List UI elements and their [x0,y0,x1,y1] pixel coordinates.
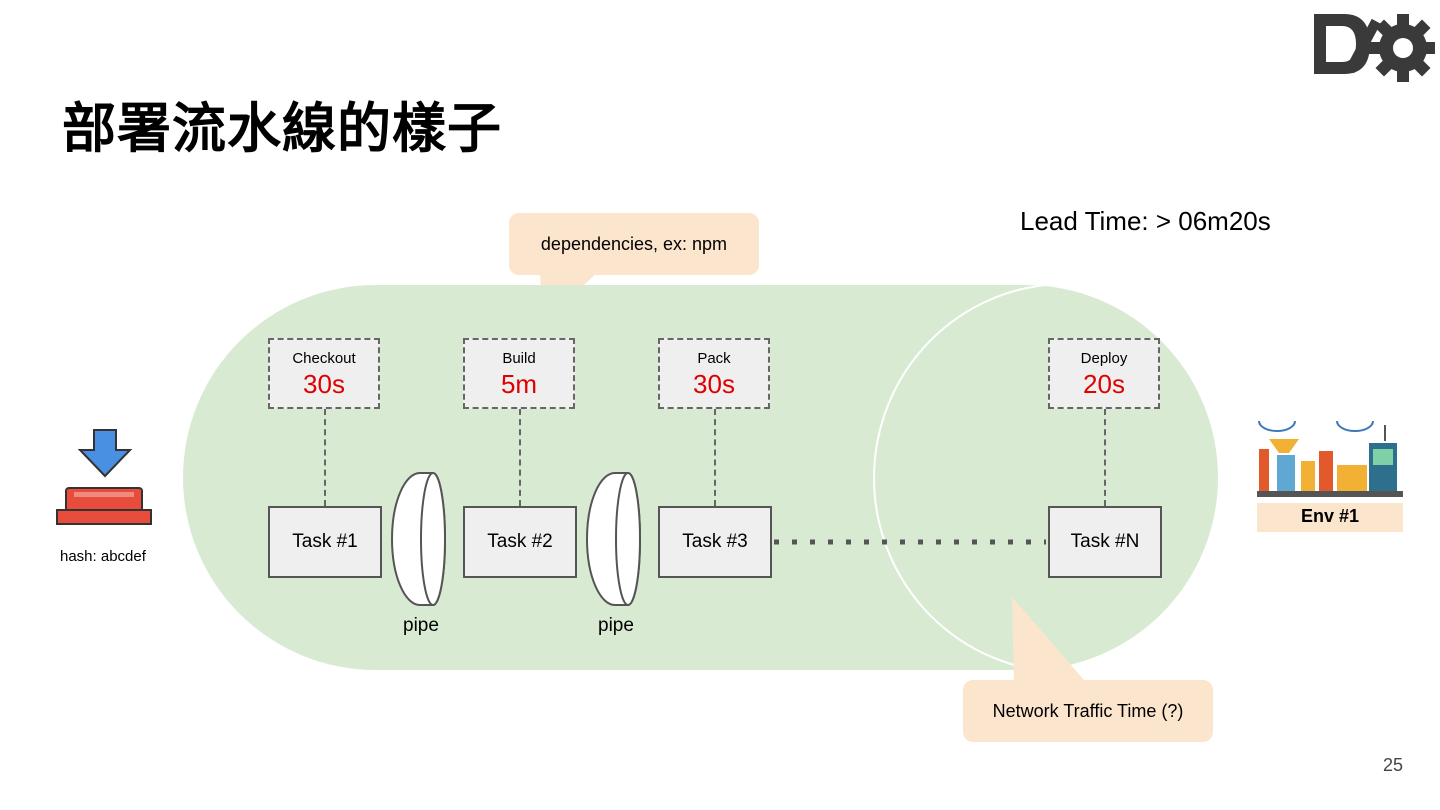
arrow-down-icon [77,429,133,478]
network-traffic-callout: Network Traffic Time (?) [963,680,1213,742]
task-box-3: Task #3 [658,506,772,578]
devops-logo [1314,14,1435,82]
logo-slash [1345,18,1381,74]
stage-name: Checkout [292,350,356,367]
environment-label: Env #1 [1300,506,1360,526]
stage-duration: 20s [1083,369,1125,399]
stage-pack-time: Pack 30s [658,338,770,409]
callout-tail-network [1012,597,1090,687]
connector-line [1104,409,1106,506]
connector-line [324,409,326,506]
stage-name: Build [502,350,536,367]
pipe-icon [391,472,446,606]
pipe-icon [586,472,641,606]
stage-name: Pack [697,350,731,367]
stage-build-time: Build 5m [463,338,575,409]
commit-hash: hash: abcdef [60,548,146,565]
continuation-dots [774,539,1046,545]
stage-name: Deploy [1080,350,1128,367]
pipe-label: pipe [598,615,634,636]
deploy-trigger-button [56,429,152,525]
lead-time-label: Lead Time: > 06m20s [1020,206,1271,236]
page-number: 25 [1383,755,1404,775]
task-box-n: Task #N [1048,506,1162,578]
stage-deploy-time: Deploy 20s [1048,338,1160,409]
stage-duration: 30s [303,369,345,399]
task-box-1: Task #1 [268,506,382,578]
stage-duration: 5m [500,369,538,399]
dependencies-callout: dependencies, ex: npm [509,213,759,275]
connector-line [519,409,521,506]
stage-duration: 30s [693,369,735,399]
pipe-label: pipe [403,615,439,636]
slide-title: 部署流水線的樣子 [62,97,502,160]
stage-checkout-time: Checkout 30s [268,338,380,409]
task-box-2: Task #2 [463,506,577,578]
connector-line [714,409,716,506]
factory-illustration [1257,421,1403,503]
